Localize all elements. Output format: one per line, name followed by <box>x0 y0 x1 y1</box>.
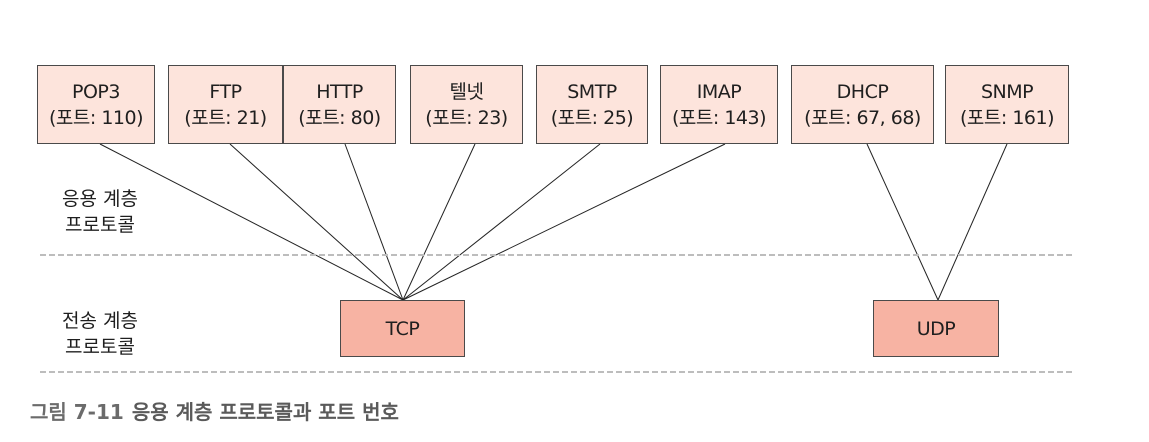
application-layer-label: 응용 계층 프로토콜 <box>40 186 160 238</box>
app-box-port: (포트: 143) <box>672 106 767 129</box>
app-box-port: (포트: 21) <box>184 106 267 129</box>
app-box-name: SNMP <box>980 80 1034 103</box>
app-box-name: SMTP <box>567 80 617 103</box>
app-box-name: IMAP <box>696 80 742 103</box>
app-box-port: (포트: 25) <box>550 106 634 129</box>
transport-box-label: UDP <box>916 317 956 340</box>
app-box-ftp: FTP (포트: 21) <box>168 65 283 144</box>
app-box-snmp: SNMP (포트: 161) <box>945 65 1069 144</box>
app-box-imap: IMAP (포트: 143) <box>660 65 778 144</box>
app-box-http: HTTP (포트: 80) <box>283 65 396 144</box>
layer-label-line: 프로토콜 <box>65 214 135 236</box>
app-box-port: (포트: 23) <box>425 106 508 129</box>
layer-label-line: 전송 계층 <box>62 310 138 332</box>
app-box-pop3: POP3 (포트: 110) <box>37 65 155 144</box>
app-box-name: FTP <box>209 80 242 103</box>
app-box-name: 텔넷 <box>449 80 484 103</box>
app-box-telnet: 텔넷 (포트: 23) <box>410 65 523 144</box>
app-box-port: (포트: 67, 68) <box>804 106 921 129</box>
app-box-name: HTTP <box>316 80 363 103</box>
connector-line <box>402 143 601 301</box>
transport-box-label: TCP <box>385 317 420 340</box>
app-box-dhcp: DHCP (포트: 67, 68) <box>791 65 934 144</box>
connector-line <box>99 143 404 301</box>
app-box-port: (포트: 161) <box>960 106 1055 129</box>
connector-line <box>402 143 476 301</box>
app-box-smtp: SMTP (포트: 25) <box>536 65 648 144</box>
connector-line <box>229 143 404 301</box>
app-box-port: (포트: 110) <box>49 106 144 129</box>
transport-box-tcp: TCP <box>340 300 465 357</box>
figure-caption: 그림 7-11 응용 계층 프로토콜과 포트 번호 <box>30 396 399 425</box>
connector-line <box>937 143 1008 301</box>
layer-label-line: 응용 계층 <box>62 188 138 210</box>
figure-number: 그림 7-11 <box>30 400 124 424</box>
layer-label-line: 프로토콜 <box>65 336 135 358</box>
transport-box-udp: UDP <box>873 300 999 357</box>
app-box-name: DHCP <box>836 80 889 103</box>
figure-title: 응용 계층 프로토콜과 포트 번호 <box>131 400 399 424</box>
connector-line <box>402 143 726 301</box>
connector-line <box>866 143 939 301</box>
app-box-name: POP3 <box>72 80 120 103</box>
transport-layer-label: 전송 계층 프로토콜 <box>40 308 160 360</box>
connector-line <box>344 143 404 301</box>
app-box-port: (포트: 80) <box>298 106 381 129</box>
